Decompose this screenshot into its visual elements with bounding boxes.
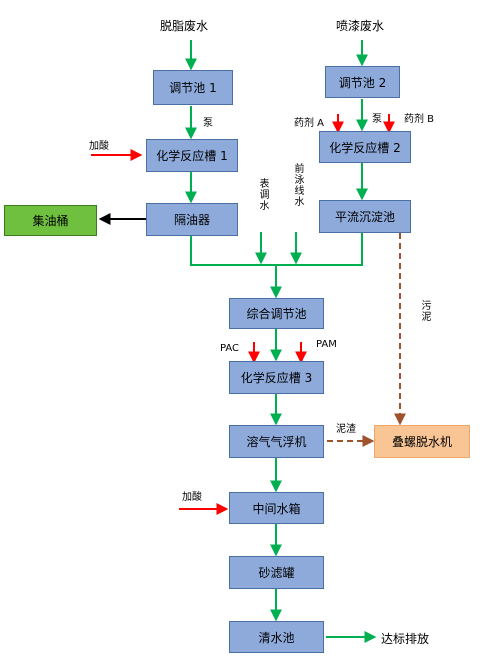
sand-filter: 砂滤罐 bbox=[229, 556, 324, 589]
sedimentation-tank: 平流沉淀池 bbox=[319, 200, 411, 233]
reactor-1: 化学反应槽 1 bbox=[146, 139, 238, 172]
screw-press-dewaterer: 叠螺脱水机 bbox=[374, 425, 470, 458]
middle-water-tank: 中间水箱 bbox=[229, 492, 324, 524]
input-spray-paint-wastewater: 喷漆废水 bbox=[336, 19, 385, 33]
label-surface-conditioning-water: 表调水 bbox=[257, 178, 268, 211]
label-pam: PAM bbox=[316, 339, 337, 350]
dissolved-air-flotation: 溶气气浮机 bbox=[229, 425, 324, 458]
label-pac: PAC bbox=[220, 343, 240, 354]
oil-separator: 隔油器 bbox=[146, 203, 238, 236]
reactor-2: 化学反应槽 2 bbox=[319, 131, 411, 163]
label-pump-2: 泵 bbox=[372, 114, 382, 125]
clear-water-tank: 清水池 bbox=[229, 621, 324, 653]
label-scum: 泥渣 bbox=[336, 424, 356, 435]
flow-collector bbox=[190, 233, 363, 266]
label-acid-2: 加酸 bbox=[182, 492, 202, 503]
tank-1: 调节池 1 bbox=[153, 70, 233, 105]
label-agent-a: 药剂 A bbox=[294, 118, 325, 129]
oil-bucket: 集油桶 bbox=[4, 205, 97, 236]
label-discharge: 达标排放 bbox=[381, 632, 430, 646]
composite-tank: 综合调节池 bbox=[229, 298, 324, 329]
label-agent-b: 药剂 B bbox=[404, 114, 435, 125]
input-degreasing-wastewater: 脱脂废水 bbox=[160, 19, 209, 33]
label-acid-1: 加酸 bbox=[89, 141, 109, 152]
label-sludge: 污泥 bbox=[419, 300, 430, 322]
label-pre-rinse-line-water: 前泳线水 bbox=[292, 163, 303, 207]
label-pump-1: 泵 bbox=[203, 118, 213, 129]
reactor-3: 化学反应槽 3 bbox=[229, 361, 324, 394]
tank-2: 调节池 2 bbox=[325, 66, 400, 98]
